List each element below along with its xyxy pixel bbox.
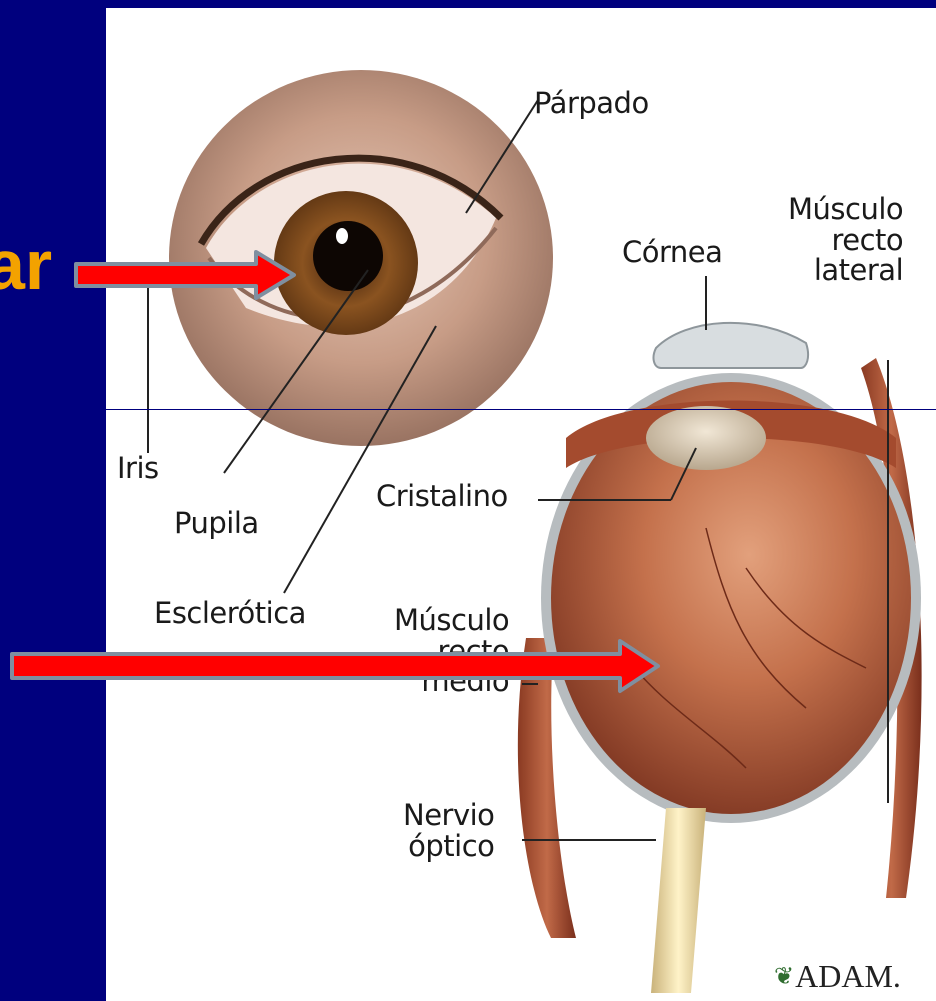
eye-anatomy-diagram: Párpado Músculo recto lateral Córnea Iri… bbox=[106, 8, 936, 1001]
label-iris: Iris bbox=[117, 453, 159, 484]
arrow-to-eyeball bbox=[8, 638, 664, 694]
logo-text: ADAM. bbox=[795, 958, 901, 995]
label-cornea: Córnea bbox=[622, 237, 722, 268]
arrow-to-iris bbox=[72, 250, 300, 300]
label-musculo-recto-lateral: Músculo recto lateral bbox=[788, 194, 903, 286]
slide-horizontal-line bbox=[106, 409, 936, 410]
leaf-icon: ❦ bbox=[774, 962, 794, 991]
label-parpado: Párpado bbox=[534, 88, 649, 119]
label-cristalino: Cristalino bbox=[376, 481, 508, 512]
label-esclerotica: Esclerótica bbox=[154, 598, 306, 629]
label-pupila: Pupila bbox=[174, 508, 259, 539]
left-edge-text: ar bbox=[0, 230, 52, 300]
eye-illustration bbox=[106, 8, 936, 1001]
adam-logo: ❦ ADAM. bbox=[774, 958, 901, 995]
label-nervio-optico: Nervio óptico bbox=[403, 800, 494, 861]
